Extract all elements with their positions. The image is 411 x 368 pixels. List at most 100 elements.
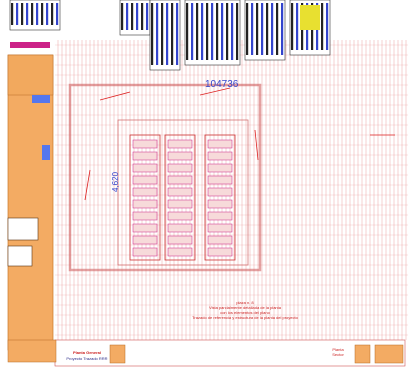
top-block-bar: [276, 3, 279, 55]
rack-cell: [207, 139, 233, 149]
rack-cell: [207, 187, 233, 197]
rack-cell: [207, 211, 233, 221]
central-frame-inner: [117, 119, 249, 266]
rack-cell: [167, 235, 193, 245]
top-block-bar: [186, 3, 189, 60]
title-block-subtitle: Proyecto Trazado RRR: [66, 356, 108, 361]
top-block-bar: [221, 3, 224, 60]
rack-cell: [132, 211, 158, 221]
rack-cell: [132, 223, 158, 233]
stamp-line: Planta: [332, 347, 344, 352]
rack-cell: [207, 223, 233, 233]
top-block-bar: [271, 3, 274, 55]
rack: [129, 134, 161, 261]
top-block-bar: [236, 3, 239, 60]
rack-cell: [207, 175, 233, 185]
top-block-bar: [121, 3, 124, 30]
bottom-mid-block: [109, 344, 126, 364]
top-block-bar: [161, 3, 164, 65]
left-strip: [7, 54, 54, 351]
left-strip-white-panel: [7, 217, 39, 241]
top-block-bar: [216, 3, 219, 60]
rack-cell: [132, 175, 158, 185]
top-block-bar: [26, 3, 29, 25]
yellow-marker: [300, 5, 320, 30]
title-block: Planta General Proyecto Trazado RRR: [58, 350, 116, 362]
top-block-bar: [151, 3, 154, 65]
rack-cell: [132, 139, 158, 149]
rack-cell: [167, 187, 193, 197]
top-block-bar: [166, 3, 169, 65]
top-block-bar: [226, 3, 229, 60]
rack-cell: [132, 199, 158, 209]
top-block-bar: [156, 3, 159, 65]
top-block-bar: [36, 3, 39, 25]
bottom-left-block: [7, 339, 57, 363]
magenta-marker: [10, 42, 50, 48]
top-block-bar: [56, 3, 59, 25]
top-elements: [9, 0, 331, 71]
top-block-bar: [201, 3, 204, 60]
column-racks: [129, 134, 236, 261]
top-block-bar: [251, 3, 254, 55]
rack: [204, 134, 236, 261]
top-block-bar: [46, 3, 49, 25]
rack-cell: [132, 247, 158, 257]
stamp-line: Sector: [332, 352, 344, 357]
rack-cell: [167, 211, 193, 221]
top-block-bar: [131, 3, 134, 30]
top-block-bar: [256, 3, 259, 55]
top-block-bar: [281, 3, 284, 55]
general-note-line: plaza n. 8: [236, 300, 254, 305]
top-block-bar: [326, 3, 329, 50]
top-block-bar: [231, 3, 234, 60]
left-strip-white-panel-2: [7, 245, 33, 267]
top-block-bar: [141, 3, 144, 30]
top-block-bar: [246, 3, 249, 55]
top-block-bar: [321, 3, 324, 50]
annotation-arrows: [84, 87, 395, 201]
rack-cell: [167, 139, 193, 149]
top-block-bar: [31, 3, 34, 25]
top-block: [119, 0, 151, 36]
stamp: Planta Sector: [322, 347, 354, 357]
title-block-title: Planta General: [72, 350, 101, 355]
top-block-bar: [196, 3, 199, 60]
central-frame: [68, 83, 262, 272]
top-block-bar: [136, 3, 139, 30]
top-block-bar: [16, 3, 19, 25]
left-blue-marker: [32, 95, 50, 103]
rack-cell: [207, 247, 233, 257]
general-note-line: Vista parcialmente detallada de la plant…: [209, 305, 281, 310]
vertical-dimension-label: 4,620: [111, 171, 120, 192]
top-block-bar: [21, 3, 24, 25]
top-block-bar: [126, 3, 129, 30]
rack-cell: [132, 235, 158, 245]
general-note-line: Trazado de referencia y estructura de la…: [192, 315, 298, 320]
left-strip-inner-panel: [7, 54, 54, 96]
top-block-bar: [206, 3, 209, 60]
rack-cell: [207, 163, 233, 173]
top-block-bar: [11, 3, 14, 25]
rack-cell: [167, 175, 193, 185]
top-block-bar: [171, 3, 174, 65]
left-blue-marker-2: [42, 145, 50, 160]
top-block-bar: [146, 3, 149, 30]
bottom-mid-block-2: [354, 344, 371, 364]
general-note-line: con los elementos del plano: [220, 310, 270, 315]
rack-cell: [167, 247, 193, 257]
top-block-bar: [266, 3, 269, 55]
top-block: [149, 0, 181, 71]
top-block-bar: [291, 3, 294, 50]
general-note: plaza n. 8 Vista parcialmente detallada …: [175, 300, 315, 320]
top-block-bar: [176, 3, 179, 65]
rack-cell: [132, 151, 158, 161]
dimension-label: 104736: [205, 79, 239, 90]
rack: [164, 134, 196, 261]
rack-cell: [207, 199, 233, 209]
rack-cell: [167, 199, 193, 209]
top-block-bar: [51, 3, 54, 25]
rack-cell: [167, 151, 193, 161]
